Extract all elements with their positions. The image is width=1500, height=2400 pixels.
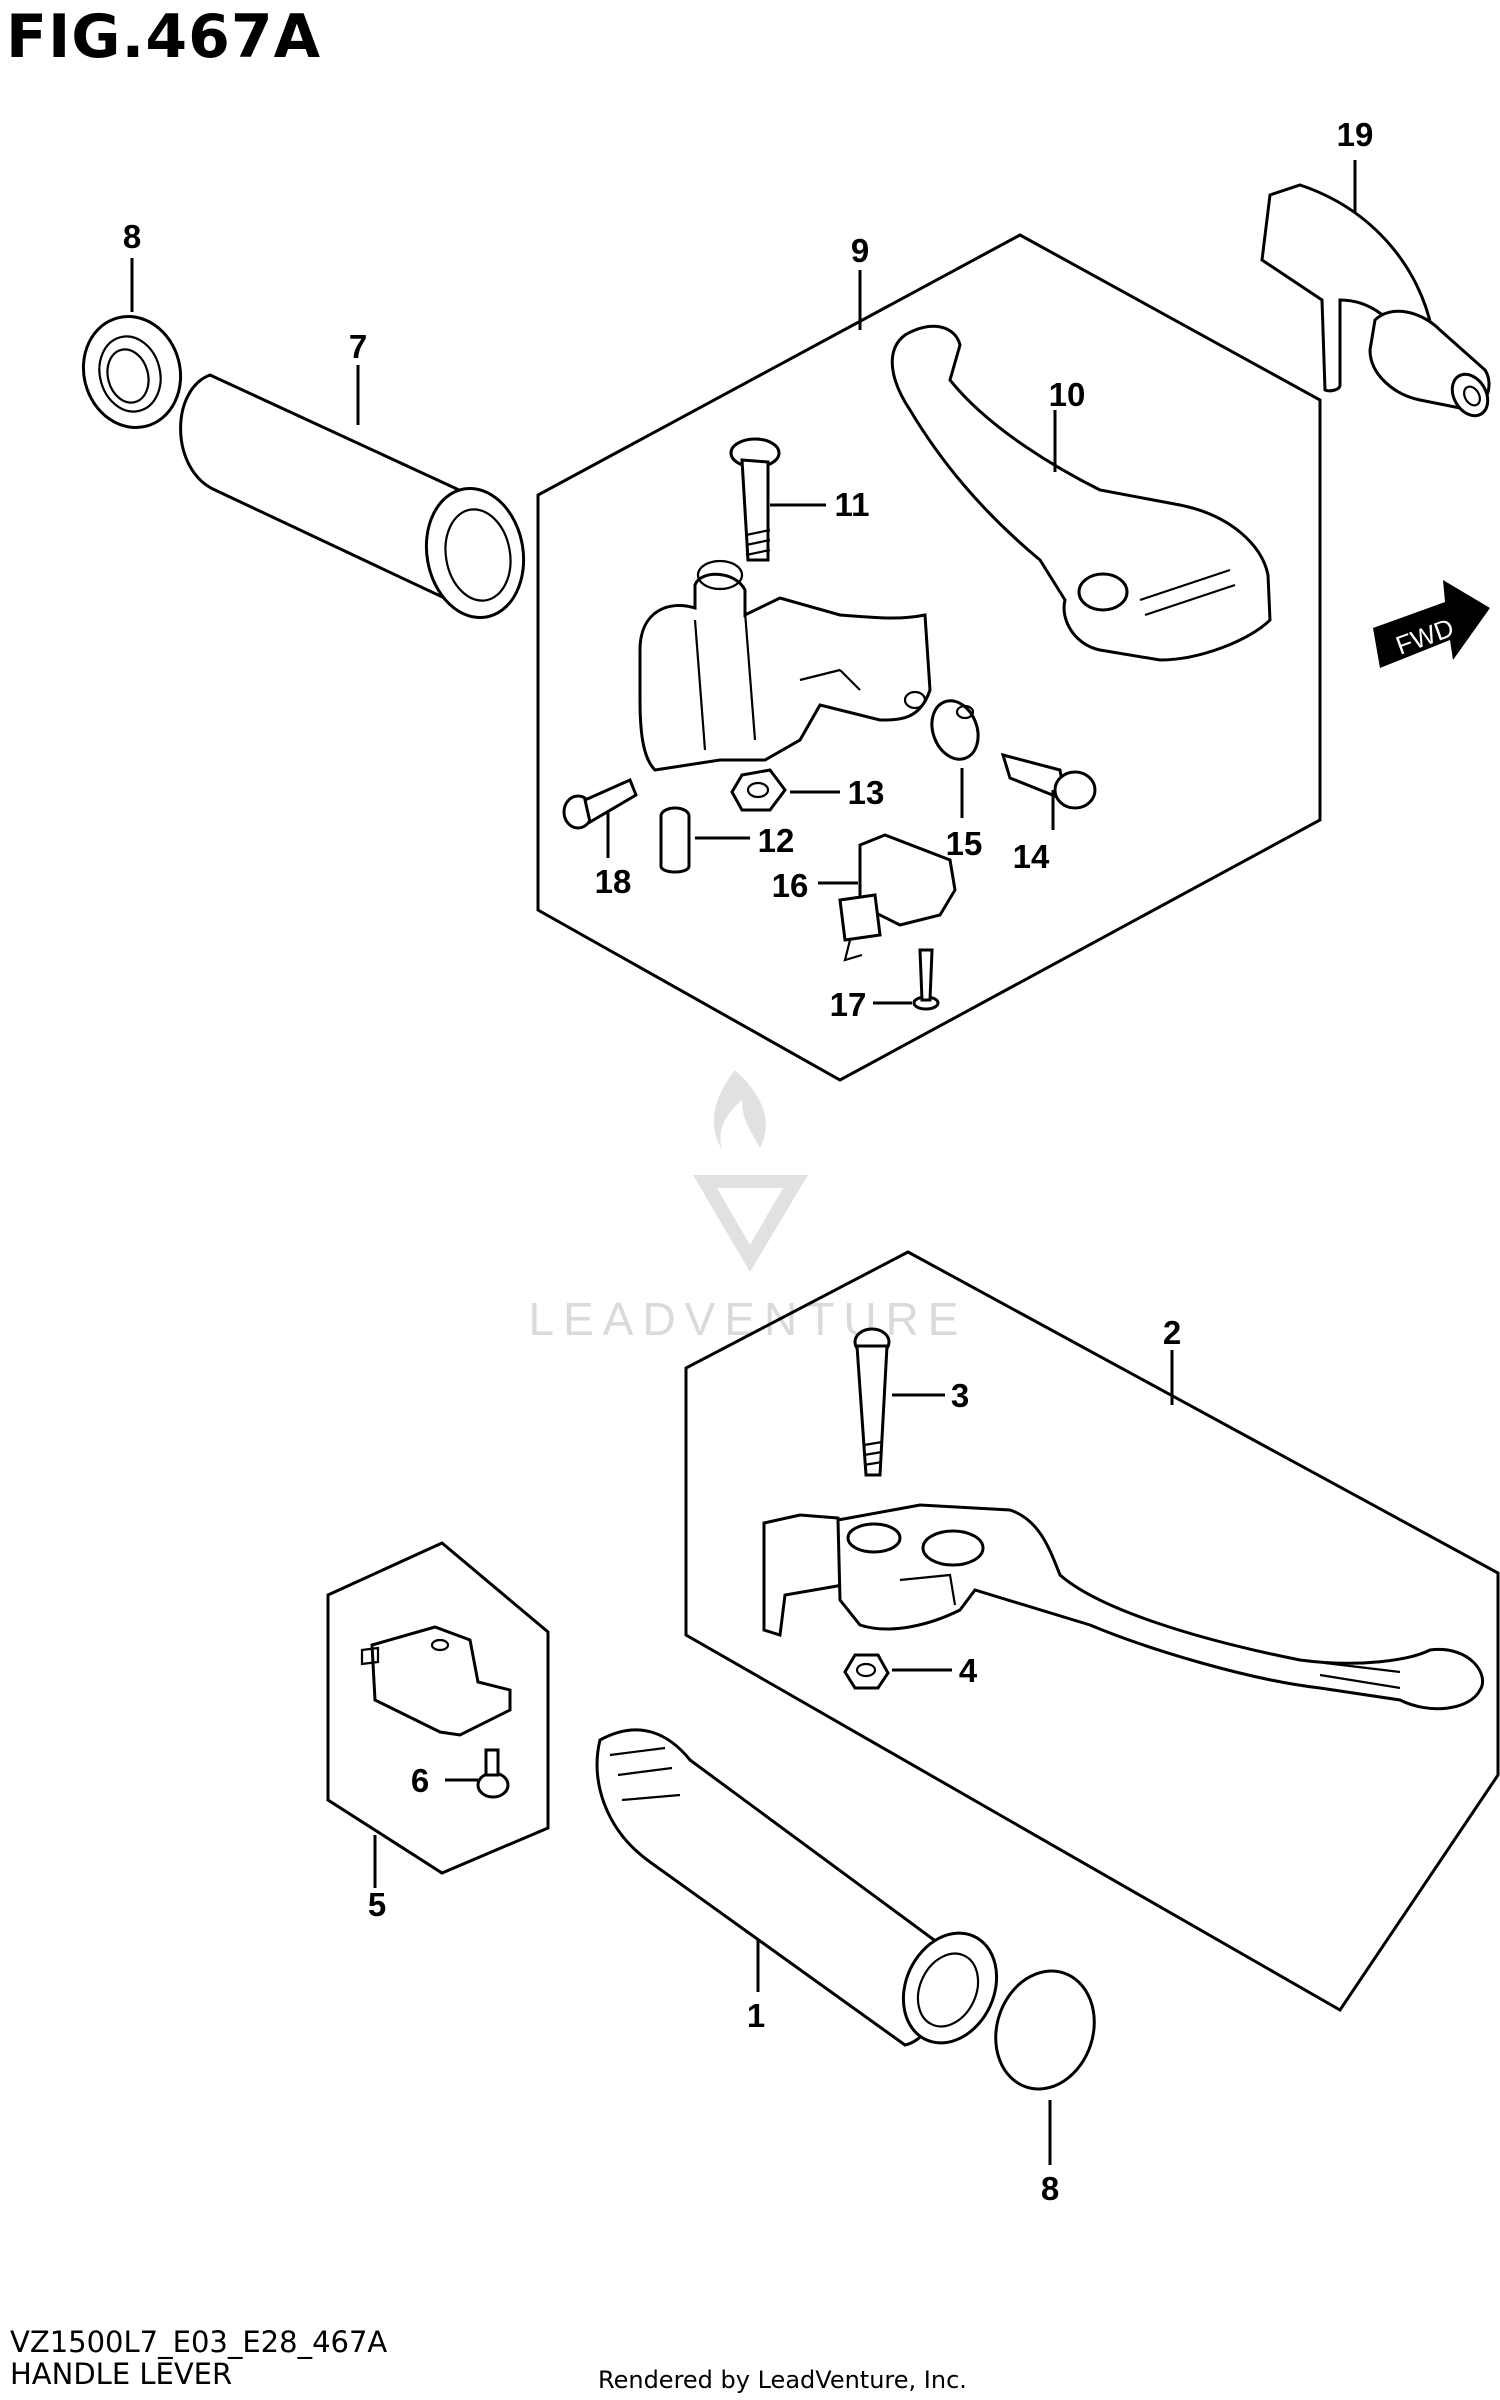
front-brake-switch [360,1625,512,1737]
lever-cover [1260,183,1491,418]
callout-17: 17 [830,986,867,1023]
callout-18: 18 [595,863,632,900]
watermark-logo: LEADVENTURE [529,1070,958,1345]
assembly-outline-2 [684,1250,1500,2012]
leader-lines [130,160,1357,2165]
figure-name: HANDLE LEVER [10,2357,233,2391]
switch-screw-17 [912,948,940,1011]
clutch-lever [890,324,1272,662]
figure-title: FIG.467A [6,2,322,72]
forward-direction-arrow: FWD [1373,580,1490,668]
callout-2: 2 [1163,1314,1181,1351]
brake-lever [762,1503,1484,1711]
callout-16: 16 [772,867,809,904]
render-credit: Rendered by LeadVenture, Inc. [598,2366,967,2394]
callout-labels: 8 7 9 19 10 11 13 12 18 15 14 16 17 2 3 … [123,116,1374,2207]
left-grip [179,373,526,620]
grip-end-top [81,314,183,430]
clutch-lever-nut [730,768,787,812]
callout-4: 4 [959,1652,978,1689]
holder-bolt [562,777,638,830]
clutch-lever-holder [638,559,932,772]
callout-3: 3 [951,1377,969,1414]
adjuster-nut [930,699,980,761]
callout-1: 1 [747,1997,765,2034]
callout-19: 19 [1337,116,1374,153]
callout-9: 9 [851,232,869,269]
throttle-grip [595,1728,999,2047]
callout-8-top: 8 [123,218,141,255]
clutch-lever-bolt [729,437,781,562]
assembly-outline-5 [326,1541,550,1875]
assembly-outline-9 [536,233,1322,1082]
cable-adjuster [1000,752,1097,810]
callout-5: 5 [368,1886,386,1923]
callout-14: 14 [1013,838,1050,875]
lever-pivot-bolt [853,1327,891,1477]
callout-8-bottom: 8 [1041,2170,1059,2207]
spacer [659,806,691,874]
callout-7: 7 [349,328,367,365]
lever-nut [843,1653,890,1690]
callout-10: 10 [1049,376,1086,413]
callout-12: 12 [758,822,795,859]
callout-15: 15 [946,825,983,862]
callout-6: 6 [411,1762,429,1799]
callout-11: 11 [835,486,870,523]
clutch-switch [838,833,957,962]
callout-13: 13 [848,774,885,811]
switch-screw-6 [476,1748,510,1799]
grip-end-bottom [994,1969,1096,2091]
model-code: VZ1500L7_E03_E28_467A [10,2325,388,2359]
